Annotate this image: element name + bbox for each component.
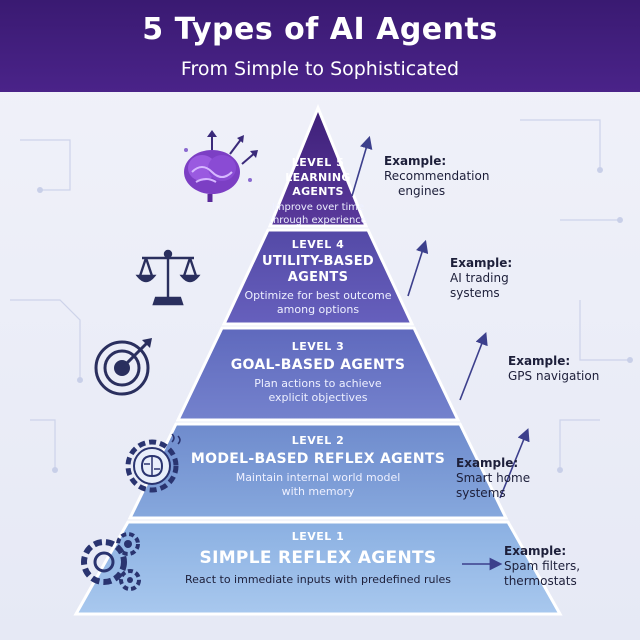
example-level-3: Example: GPS navigation [508, 354, 600, 383]
agent-description: Maintain internal world model with memor… [235, 471, 401, 498]
example-level-2: Example: Smart home systems [456, 456, 531, 500]
agent-name: GOAL-BASED AGENTS [230, 357, 406, 373]
tier-level-5-text: LEVEL 5 LEARNING AGENTS Improve over tim… [256, 156, 380, 227]
pyramid-tier-level-1 [73, 520, 563, 616]
agent-description: Optimize for best outcome among options [244, 289, 392, 316]
page-title: 5 Types of AI Agents [142, 12, 498, 47]
pyramid-tier-level-3 [175, 326, 461, 422]
page-subtitle: From Simple to Sophisticated [180, 58, 460, 80]
level-label: LEVEL 5 [291, 156, 345, 169]
level-label: LEVEL 4 [291, 238, 345, 251]
balance-scale-icon [135, 249, 201, 306]
tier-level-3-text: LEVEL 3 GOAL-BASED AGENTS Plan actions t… [190, 340, 446, 405]
level-label: LEVEL 3 [291, 340, 345, 353]
agent-name: UTILITY-BASED AGENTS [261, 254, 375, 285]
agent-name: LEARNING AGENTS [285, 171, 351, 198]
example-level-5: Example: Recommendation engines [384, 154, 490, 198]
header-banner: 5 Types of AI Agents From Simple to Soph… [0, 0, 640, 92]
agent-name: MODEL-BASED REFLEX AGENTS [190, 451, 446, 467]
gears-icon [81, 532, 141, 591]
level-label: LEVEL 2 [291, 434, 345, 447]
brain-growth-icon [184, 130, 258, 202]
arrow-level-4 [407, 239, 429, 297]
brain-gear-icon [125, 433, 181, 493]
target-icon [94, 338, 152, 396]
example-level-1: Example: Spam filters, thermostats [504, 544, 581, 588]
tier-level-2-text: LEVEL 2 MODEL-BASED REFLEX AGENTS Mainta… [170, 434, 466, 499]
agent-description: Plan actions to achieve explicit objecti… [254, 377, 382, 404]
arrow-level-5 [351, 135, 373, 197]
agent-description: Improve over time through experience [269, 202, 367, 226]
agent-description: React to immediate inputs with predefine… [185, 573, 451, 586]
arrow-level-3 [459, 332, 488, 401]
arrow-level-2 [499, 428, 530, 499]
pyramid-tier-level-4 [221, 228, 415, 326]
example-level-4: Example: AI trading systems [450, 256, 513, 300]
level-label: LEVEL 1 [291, 530, 345, 543]
tier-level-4-text: LEVEL 4 UTILITY-BASED AGENTS Optimize fo… [224, 238, 412, 317]
tier-level-1-text: LEVEL 1 SIMPLE REFLEX AGENTS React to im… [150, 530, 486, 587]
agent-name: SIMPLE REFLEX AGENTS [199, 548, 437, 568]
pyramid-tier-level-5 [267, 104, 369, 228]
